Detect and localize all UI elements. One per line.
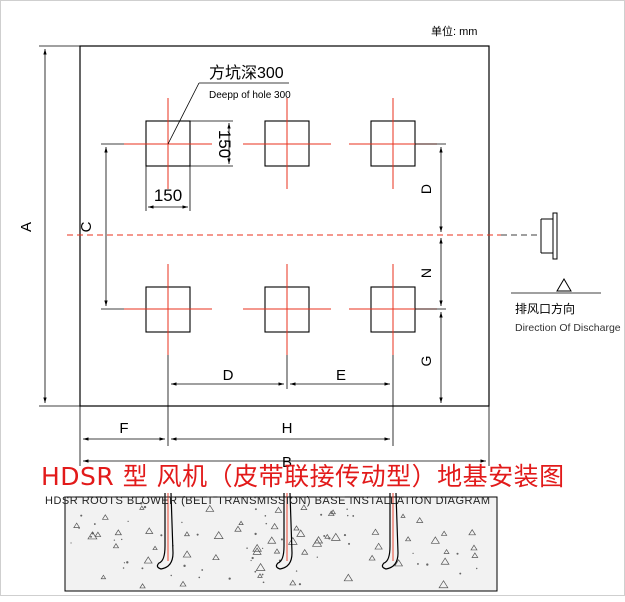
discharge-direction: 排风口方向 Direction Of Discharge xyxy=(501,212,621,334)
hole-depth-note: 方坑深300 Deepp of hole 300 xyxy=(167,64,291,145)
dimension-a: A xyxy=(18,45,80,407)
foundation-outline xyxy=(79,45,490,407)
dimension-b-label: B xyxy=(282,454,292,471)
hole-depth-note-cn: 方坑深300 xyxy=(209,64,284,82)
hole-top-right xyxy=(349,98,437,189)
diagram-subtitle: HDSR ROOTS BLOWER (BELT TRANSMISSION) BA… xyxy=(45,495,491,507)
anchor-bolt-middle xyxy=(275,492,293,570)
hole-top-middle xyxy=(243,98,331,189)
dimension-e-label: E xyxy=(336,367,346,384)
dimension-g-label: G xyxy=(418,356,434,367)
dimension-c-label: C xyxy=(78,221,95,232)
hole-width-dimension: 150 xyxy=(145,166,191,211)
discharge-label-en: Direction Of Discharge xyxy=(515,322,621,334)
unit-label: 单位: mm xyxy=(431,24,477,38)
dimension-n-label: N xyxy=(418,268,434,278)
anchor-bolt-left xyxy=(156,492,174,570)
hole-height-label: 150 xyxy=(215,130,234,158)
dimension-d-vertical-label: D xyxy=(418,184,434,194)
dimension-d-horizontal-label: D xyxy=(223,367,234,384)
hole-depth-note-en: Deepp of hole 300 xyxy=(209,90,291,101)
hole-bottom-left xyxy=(124,264,212,355)
concrete-section xyxy=(64,496,498,592)
dimension-f-label: F xyxy=(119,420,128,437)
dimension-c: C xyxy=(78,143,146,310)
right-vertical-dimensions: D N G xyxy=(415,143,446,403)
triangle-marker-icon xyxy=(556,278,572,292)
discharge-label-cn: 排风口方向 xyxy=(515,301,575,316)
dimension-d-e: D E xyxy=(167,355,394,389)
dimension-a-label: A xyxy=(18,222,35,232)
diagram-title: HDSR 型 风机（皮带联接传动型）地基安装图 xyxy=(41,462,565,491)
dimension-f-h-b: F H B xyxy=(79,389,490,471)
hole-bottom-middle xyxy=(243,264,331,355)
hole-height-dimension: 150 xyxy=(190,120,234,167)
dimension-h-label: H xyxy=(282,420,293,437)
hole-bottom-right xyxy=(349,264,437,355)
anchor-bolt-right xyxy=(381,492,399,570)
hole-width-label: 150 xyxy=(154,186,182,205)
